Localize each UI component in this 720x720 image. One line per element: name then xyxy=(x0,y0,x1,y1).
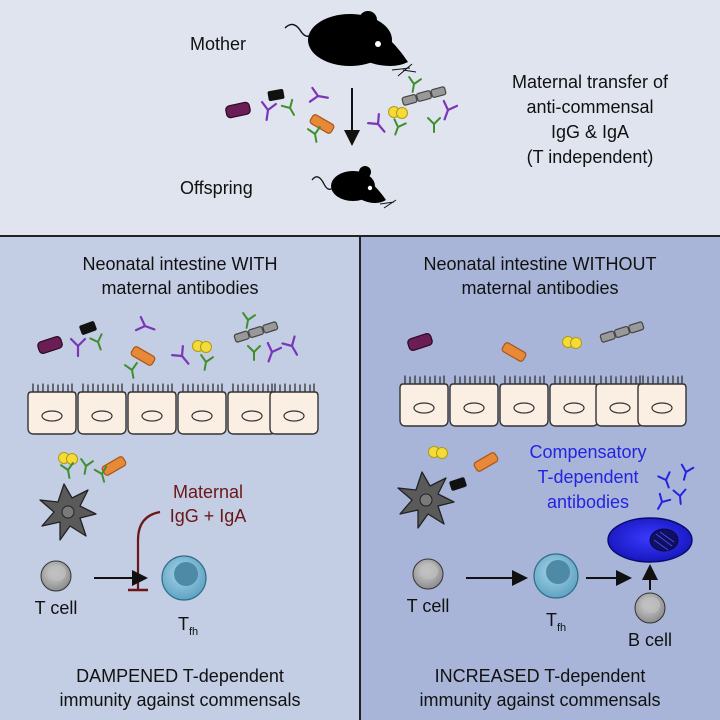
left-tfh-label: Tfh xyxy=(178,614,198,638)
svg-text:immunity against commensals: immunity against commensals xyxy=(419,690,660,710)
right-title: Neonatal intestine WITHOUT maternal anti… xyxy=(423,254,656,298)
left-title: Neonatal intestine WITH maternal antibod… xyxy=(82,254,277,298)
left-tcell-label: T cell xyxy=(35,598,78,618)
svg-text:T-dependent: T-dependent xyxy=(537,467,638,487)
right-footer: INCREASED T-dependent immunity against c… xyxy=(419,666,660,710)
yellow-cocci-icon xyxy=(428,446,448,459)
svg-text:IgG & IgA: IgG & IgA xyxy=(551,122,629,142)
inhibition-arrow xyxy=(128,510,161,592)
offspring-mouse-icon xyxy=(311,166,397,209)
plasma-cell xyxy=(607,517,693,563)
right-tfh-cell xyxy=(533,553,579,599)
mother-mouse-icon xyxy=(284,11,417,77)
right-tcell-label: T cell xyxy=(407,596,450,616)
svg-text:maternal antibodies: maternal antibodies xyxy=(101,278,258,298)
yellow-cocci-icon xyxy=(58,452,78,465)
b-cell xyxy=(634,592,666,624)
compensatory-label: Compensatory T-dependent antibodies xyxy=(529,442,646,512)
svg-text:maternal antibodies: maternal antibodies xyxy=(461,278,618,298)
svg-text:anti-commensal: anti-commensal xyxy=(526,97,653,117)
offspring-label: Offspring xyxy=(180,178,253,198)
svg-text:(T independent): (T independent) xyxy=(527,147,654,167)
svg-text:DAMPENED T-dependent: DAMPENED T-dependent xyxy=(76,666,284,686)
right-epithelium xyxy=(399,375,687,427)
bcell-label: B cell xyxy=(628,630,672,650)
svg-text:immunity against commensals: immunity against commensals xyxy=(59,690,300,710)
left-panel xyxy=(0,236,360,720)
mother-label: Mother xyxy=(190,34,246,54)
right-tfh-label: Tfh xyxy=(546,610,566,634)
svg-text:Compensatory: Compensatory xyxy=(529,442,646,462)
yellow-cocci-icon xyxy=(388,106,408,119)
left-t-cell xyxy=(40,560,72,592)
right-t-cell xyxy=(412,558,444,590)
maternal-igg-iga-label: Maternal IgG + IgA xyxy=(170,482,247,526)
left-epithelium xyxy=(27,383,319,435)
svg-text:Neonatal intestine WITHOUT: Neonatal intestine WITHOUT xyxy=(423,254,656,274)
transfer-text: Maternal transfer of anti-commensal IgG … xyxy=(512,72,669,167)
left-footer: DAMPENED T-dependent immunity against co… xyxy=(59,666,300,710)
svg-text:Maternal: Maternal xyxy=(173,482,243,502)
svg-text:Neonatal intestine WITH: Neonatal intestine WITH xyxy=(82,254,277,274)
svg-text:IgG + IgA: IgG + IgA xyxy=(170,506,247,526)
svg-text:antibodies: antibodies xyxy=(547,492,629,512)
svg-text:INCREASED T-dependent: INCREASED T-dependent xyxy=(435,666,646,686)
yellow-cocci-icon xyxy=(192,340,212,353)
svg-text:Maternal transfer of: Maternal transfer of xyxy=(512,72,669,92)
left-tfh-cell xyxy=(161,555,207,601)
yellow-cocci-icon xyxy=(562,336,582,349)
